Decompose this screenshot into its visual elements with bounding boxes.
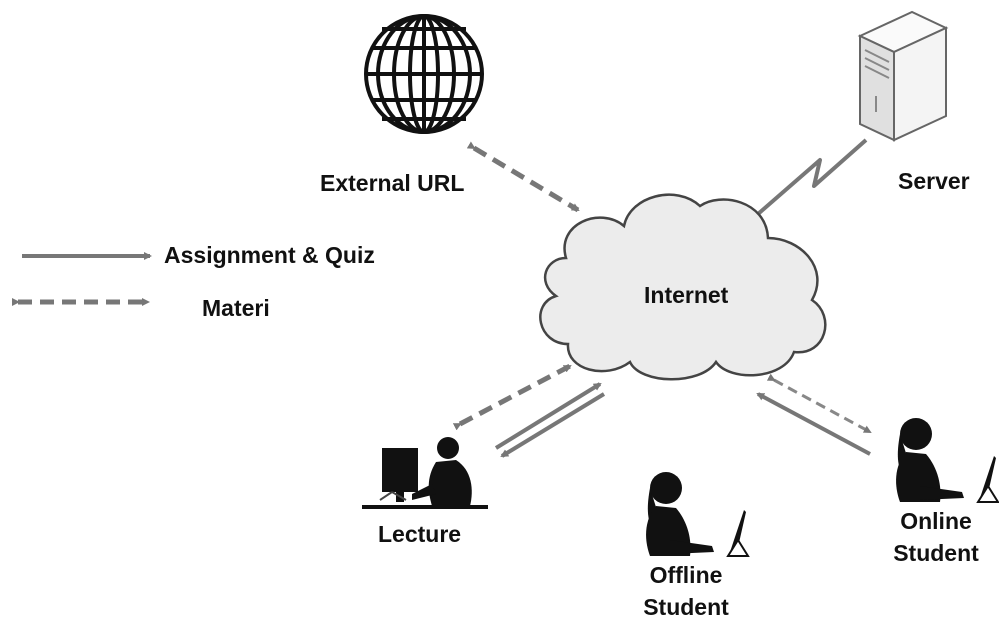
globe-icon: [364, 14, 484, 134]
offline-student-silhouette: [646, 472, 750, 557]
lecture-internet-dashed-arrow: [452, 363, 572, 431]
legend-solid-label: Assignment & Quiz: [164, 242, 375, 268]
online-student-label-line2: Student: [893, 540, 979, 566]
internet-label: Internet: [644, 282, 729, 308]
external-url-label: External URL: [320, 170, 465, 196]
external-url-internet-dashed-arrow: [466, 141, 580, 213]
online-student-silhouette: [896, 418, 999, 503]
offline-student-label-line2: Student: [643, 594, 729, 620]
online-student-label-line1: Online: [900, 508, 972, 534]
server-label: Server: [898, 168, 970, 194]
legend-dashed-label: Materi: [202, 295, 270, 321]
lecturer-at-computer-icon: [362, 437, 488, 509]
cloud-icon: [539, 193, 827, 381]
offline-student-label-line1: Offline: [649, 562, 723, 588]
server-link: [756, 138, 868, 216]
lecture-internet-solid-arrow-up: [494, 382, 602, 450]
lecture-label: Lecture: [378, 521, 462, 547]
online-student-internet-solid-arrow-up: [756, 392, 871, 456]
lecture-internet-solid-arrow-down: [500, 392, 606, 458]
online-student-internet-dashed-arrow: [766, 373, 872, 434]
server-icon: [857, 10, 949, 142]
